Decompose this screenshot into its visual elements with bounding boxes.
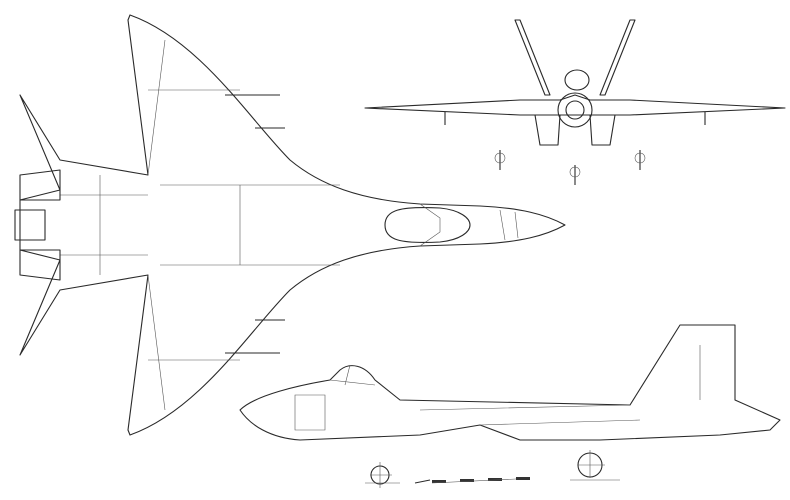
front-view-nose bbox=[557, 92, 593, 128]
scale-bar-line bbox=[431, 478, 517, 484]
scale-bar-segment bbox=[488, 478, 502, 481]
side-view-gear-lines bbox=[365, 450, 620, 488]
scale-bar-segment bbox=[460, 479, 474, 482]
top-view-nose-lines bbox=[419, 203, 519, 247]
scale-bar-segment bbox=[516, 477, 530, 480]
side-view-canopy-lines bbox=[294, 345, 701, 431]
front-view-stores bbox=[444, 112, 706, 185]
top-view-engine-nozzles bbox=[14, 169, 61, 281]
front-view bbox=[364, 19, 786, 185]
top-view-wing-flap-lines bbox=[60, 39, 340, 411]
scale-bar bbox=[414, 477, 530, 484]
top-view-missiles bbox=[225, 94, 285, 354]
top-view-fuselage-outline bbox=[19, 14, 566, 436]
top-view-canopy bbox=[384, 207, 471, 243]
side-view-fuselage bbox=[239, 324, 781, 441]
top-view bbox=[14, 14, 566, 436]
front-view-canopy bbox=[564, 69, 590, 91]
scale-bar-segment bbox=[432, 480, 446, 483]
front-view-intakes bbox=[534, 114, 616, 146]
front-view-store bbox=[634, 152, 646, 164]
front-view-store bbox=[494, 152, 506, 164]
side-view bbox=[239, 324, 781, 488]
scale-bar-lead bbox=[414, 479, 431, 484]
front-view-fins bbox=[514, 19, 636, 96]
front-view-store bbox=[569, 166, 581, 178]
front-view-radome bbox=[565, 100, 585, 120]
front-view-wings bbox=[364, 94, 786, 116]
